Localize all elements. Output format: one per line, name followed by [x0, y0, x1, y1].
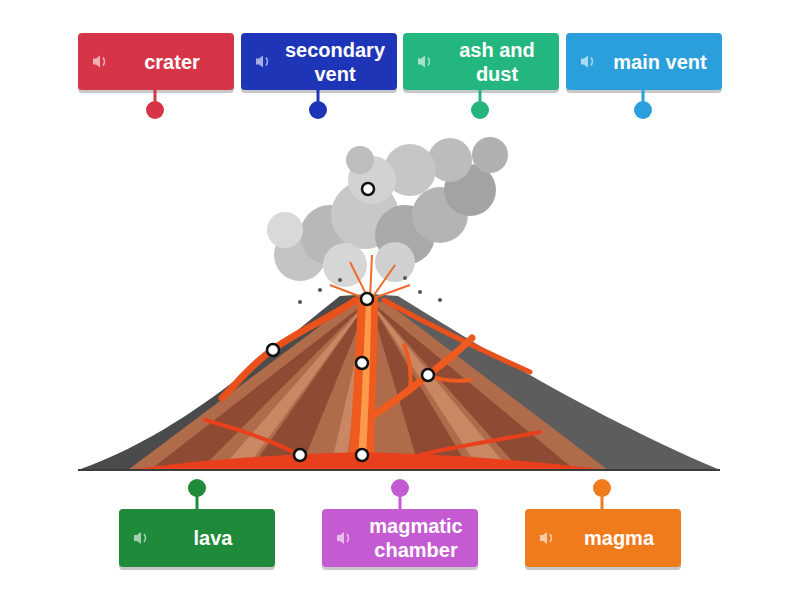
- pin-head: [146, 101, 164, 119]
- spray-streak: [370, 255, 372, 298]
- ash-particle: [298, 300, 302, 304]
- label-tile: main vent: [566, 33, 722, 90]
- stratum: [369, 300, 510, 470]
- lava-flow: [222, 300, 356, 398]
- spray-streak: [330, 285, 364, 298]
- target-marker: [422, 369, 434, 381]
- pin-stem: [642, 90, 645, 108]
- smoke-puff: [472, 137, 508, 173]
- target-marker: [294, 449, 306, 461]
- pin-head: [593, 479, 611, 497]
- secondary-vent-channel: [366, 338, 472, 420]
- pin-head: [188, 479, 206, 497]
- target-marker: [356, 449, 368, 461]
- label-tile: magmatic chamber: [322, 509, 478, 567]
- pin-head: [471, 101, 489, 119]
- pin-head: [391, 479, 409, 497]
- pin-stem: [601, 490, 604, 509]
- smoke-puff: [267, 212, 303, 248]
- label-text: crater: [144, 50, 200, 74]
- smoke-puff: [375, 242, 415, 282]
- spray-streak: [374, 285, 410, 298]
- lava-flow: [384, 300, 530, 372]
- label-text: ash and dust: [443, 38, 551, 86]
- label-tile: magma: [525, 509, 681, 567]
- label-tile: ash and dust: [403, 33, 559, 90]
- main-conduit: [348, 298, 378, 466]
- label-text: magmatic chamber: [362, 514, 470, 562]
- magma-channel: [205, 420, 300, 455]
- ash-particle: [403, 276, 407, 280]
- ash-particle: [338, 278, 342, 282]
- smoke-cloud: [267, 137, 508, 287]
- label-text: lava: [194, 526, 233, 550]
- ground-line: [78, 469, 720, 471]
- stratum: [369, 300, 575, 470]
- pin-stem: [154, 90, 157, 108]
- label-tile: secondary vent: [241, 33, 397, 90]
- pin-stem: [317, 90, 320, 108]
- label-text: magma: [584, 526, 654, 550]
- pin-stem: [399, 490, 402, 509]
- target-marker: [361, 293, 373, 305]
- pin-head: [309, 101, 327, 119]
- magma-channel: [420, 432, 540, 455]
- ash-particle: [438, 298, 442, 302]
- pin-stem: [479, 90, 482, 108]
- stratum: [150, 300, 369, 470]
- conduit-core: [358, 300, 371, 460]
- pin-stem: [196, 490, 199, 509]
- ash-particle: [318, 288, 322, 292]
- target-marker: [267, 344, 279, 356]
- smoke-puff: [323, 243, 367, 287]
- smoke-puff: [346, 146, 374, 174]
- stratum: [220, 300, 369, 470]
- spray-streak: [372, 265, 395, 298]
- secondary-vent-channel: [404, 345, 411, 392]
- target-marker: [362, 183, 374, 195]
- label-text: main vent: [613, 50, 706, 74]
- ash-particle: [418, 290, 422, 294]
- label-text: secondary vent: [281, 38, 389, 86]
- label-tile: lava: [119, 509, 275, 567]
- target-marker: [356, 357, 368, 369]
- eruption-spray: [298, 255, 442, 304]
- pin-head: [634, 101, 652, 119]
- speaker-icons: [93, 56, 593, 545]
- target-markers: [267, 183, 434, 461]
- label-tile: crater: [78, 33, 234, 90]
